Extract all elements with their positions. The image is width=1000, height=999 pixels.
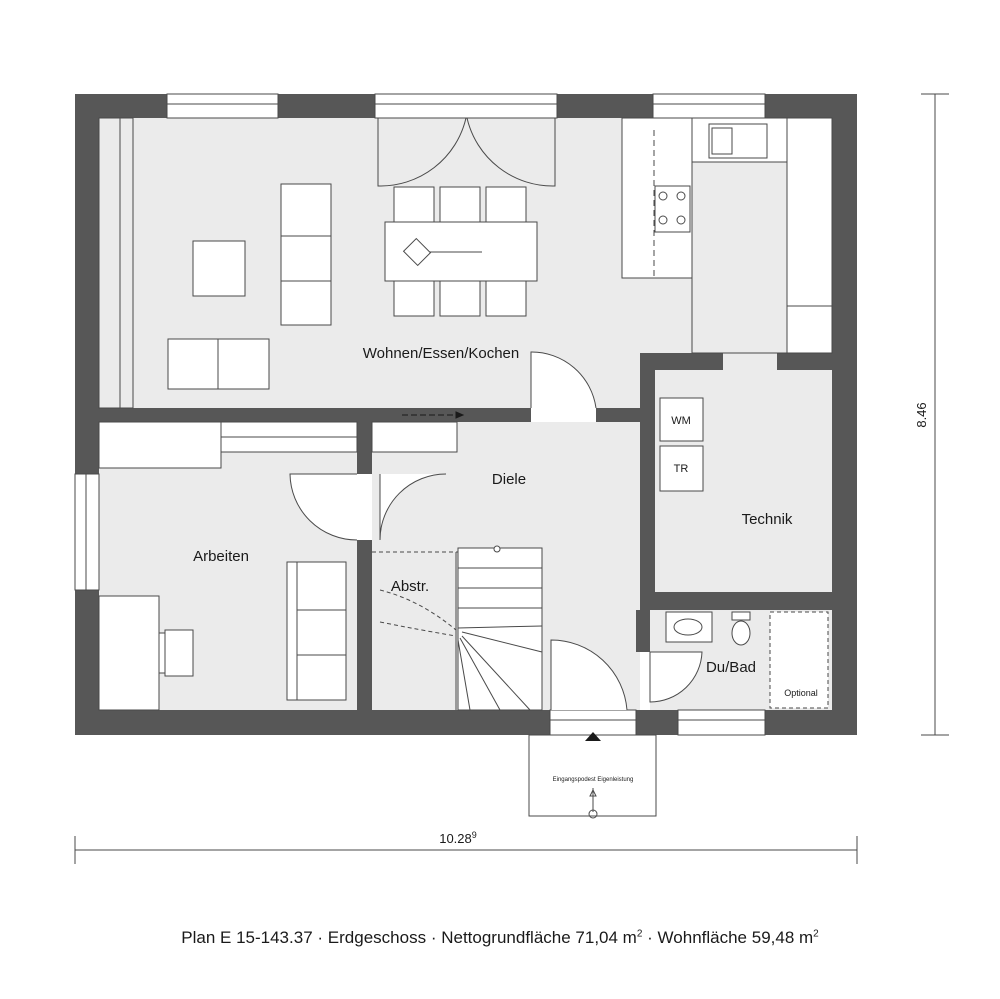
room-label-hall: Diele: [492, 471, 526, 488]
room-label-office: Arbeiten: [193, 548, 249, 565]
kitchen: [621, 117, 833, 354]
room-label-storage: Abstr.: [391, 578, 429, 595]
armchair: [192, 240, 246, 297]
caption-separator: ·: [317, 928, 324, 947]
plan-caption: Plan E 15-143.37 · Erdgeschoss · Nettogr…: [0, 928, 1000, 948]
sofa: [280, 183, 332, 326]
office-furniture: [98, 421, 458, 711]
net-area: Nettogrundfläche 71,04 m: [441, 928, 637, 947]
washer-label: WM: [671, 415, 691, 427]
floor-name: Erdgeschoss: [327, 928, 427, 947]
entrance-landing: [528, 732, 657, 819]
living-furniture: [98, 117, 538, 409]
bathroom-fixtures: [665, 611, 829, 709]
technik-fixtures: [659, 397, 704, 492]
living-area-unit-sup: 2: [813, 928, 819, 940]
optional-label: Optional: [784, 688, 818, 698]
plan-number: Plan E 15-143.37: [181, 928, 313, 947]
outer-walls: [75, 94, 857, 735]
staircase: [372, 545, 543, 711]
entrance-landing-label: Eingangspodest Eigenleistung: [553, 777, 634, 783]
living-area: Wohnfläche 59,48 m: [657, 928, 814, 947]
caption-separator: ·: [647, 928, 653, 947]
dryer-label: TR: [674, 463, 689, 475]
room-label-bath: Du/Bad: [706, 659, 756, 676]
interior-walls: [99, 353, 832, 710]
height-dimension: 8.46: [914, 402, 929, 427]
hall-arrow: [402, 411, 465, 419]
windows: [74, 93, 766, 736]
dimension-lines: [74, 93, 949, 864]
net-area-unit-sup: 2: [636, 928, 643, 940]
room-label-living: Wohnen/Essen/Kochen: [363, 345, 520, 362]
width-dimension: 10.289: [439, 830, 477, 846]
room-label-technik: Technik: [742, 511, 793, 528]
caption-separator: ·: [430, 928, 437, 947]
